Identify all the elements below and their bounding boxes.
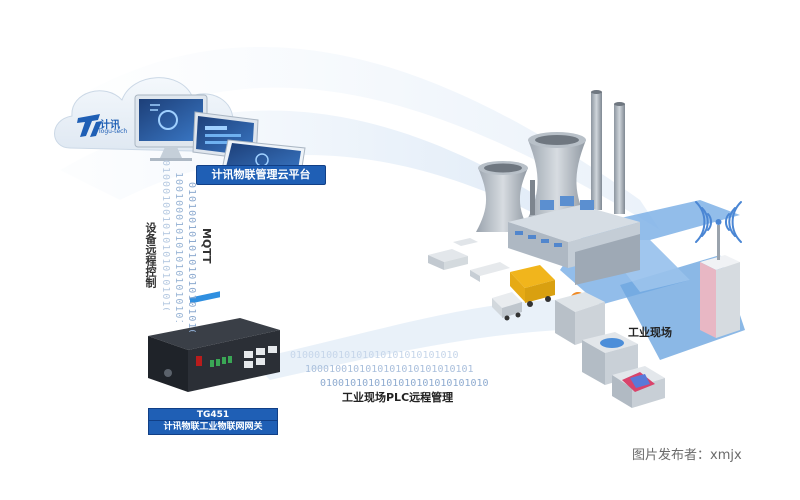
logo-subtext: Togu-tech <box>98 128 128 135</box>
logo-text: 计讯 <box>100 120 120 131</box>
binary-stream-vertical-b: 100100010101010101010101010 <box>173 172 184 322</box>
grey-truck <box>492 292 522 321</box>
signal-tower <box>700 219 740 338</box>
binary-stream-vertical-a: 010001001010101010101010101 <box>160 160 171 310</box>
wireless-signal-icon <box>695 201 742 243</box>
remote-control-label: 设备远程控制 <box>144 222 157 288</box>
binary-stream-vertical-c: 010100101010101010101010101 <box>186 182 197 332</box>
gateway-model-label: TG451 <box>148 408 278 421</box>
cloud-platform-caption: 计讯物联管理云平台 <box>196 165 326 185</box>
logo-icon <box>77 114 102 137</box>
gateway-caption: 计讯物联工业物联网网关 <box>148 420 278 435</box>
factory-building <box>508 196 640 285</box>
factory-label: 工业现场 <box>628 326 672 339</box>
processing-tanks <box>555 292 665 408</box>
binary-stream-horizontal-c: 0100101010101010101010101010 <box>320 378 489 389</box>
binary-stream-horizontal-a: 0100010010101010101010101010 <box>290 350 459 361</box>
monitor-icon <box>134 94 208 161</box>
mqtt-label: MQTT <box>200 228 213 264</box>
sheds <box>428 238 510 282</box>
gateway-device <box>148 291 280 392</box>
yellow-truck <box>510 265 555 307</box>
watermark: 图片发布者：xmjx <box>632 448 742 463</box>
plc-management-label: 工业现场PLC远程管理 <box>342 391 454 404</box>
binary-stream-horizontal-b: 1000100101010101010101010101 <box>305 364 474 375</box>
smoke-stacks <box>530 90 625 215</box>
